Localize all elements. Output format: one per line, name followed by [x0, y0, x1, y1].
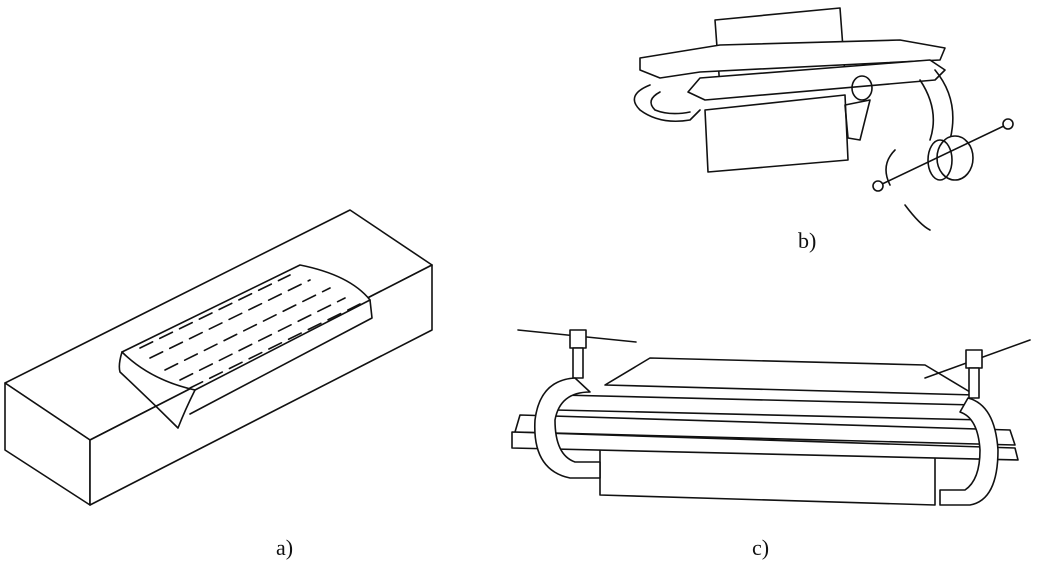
figure-c-clamped-plates [511, 357, 1019, 506]
label-a: a) [276, 535, 294, 560]
figure-a-curved-sheet [118, 264, 373, 429]
label-c: c) [752, 535, 770, 560]
figure-c-right-clamp [924, 339, 1031, 506]
label-b: b) [798, 228, 817, 253]
figure-b-vise [633, 7, 1014, 231]
figure-c-left-clamp [517, 329, 637, 479]
